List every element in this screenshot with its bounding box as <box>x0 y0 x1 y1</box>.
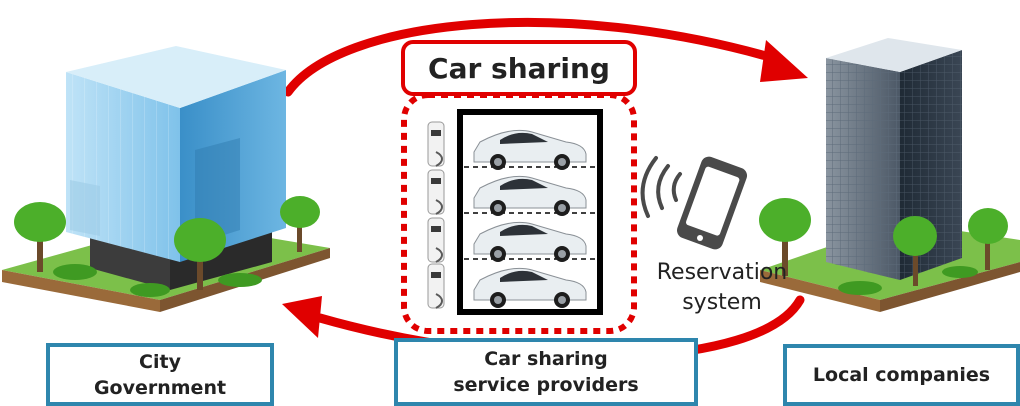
top-arrow <box>283 18 808 97</box>
city-government-building <box>2 46 330 312</box>
local-companies-label: Local companies <box>783 344 1020 406</box>
reservation-line-2: system <box>682 290 762 315</box>
car-icon <box>473 129 587 308</box>
providers-label-line-2: service providers <box>453 374 639 396</box>
local-companies-text: Local companies <box>812 364 991 386</box>
city-label-line-2: Government <box>93 376 227 399</box>
providers-label-line-1: Car sharing <box>484 348 608 370</box>
city-label-line-1: City <box>139 350 181 373</box>
city-government-label: City Government <box>46 343 274 406</box>
reservation-system-label: Reservation system <box>642 258 802 318</box>
wireless-signal-icon <box>640 156 682 218</box>
reservation-line-1: Reservation <box>656 260 788 285</box>
smartphone-icon <box>676 156 748 250</box>
parking-divider <box>464 166 596 260</box>
tree-icon <box>14 196 320 297</box>
car-sharing-title-text: Car sharing <box>428 51 610 85</box>
service-providers-label: Car sharing service providers <box>394 338 698 406</box>
charger-icon <box>427 121 445 309</box>
tree-icon <box>759 198 1008 295</box>
car-sharing-title: Car sharing <box>401 40 637 96</box>
